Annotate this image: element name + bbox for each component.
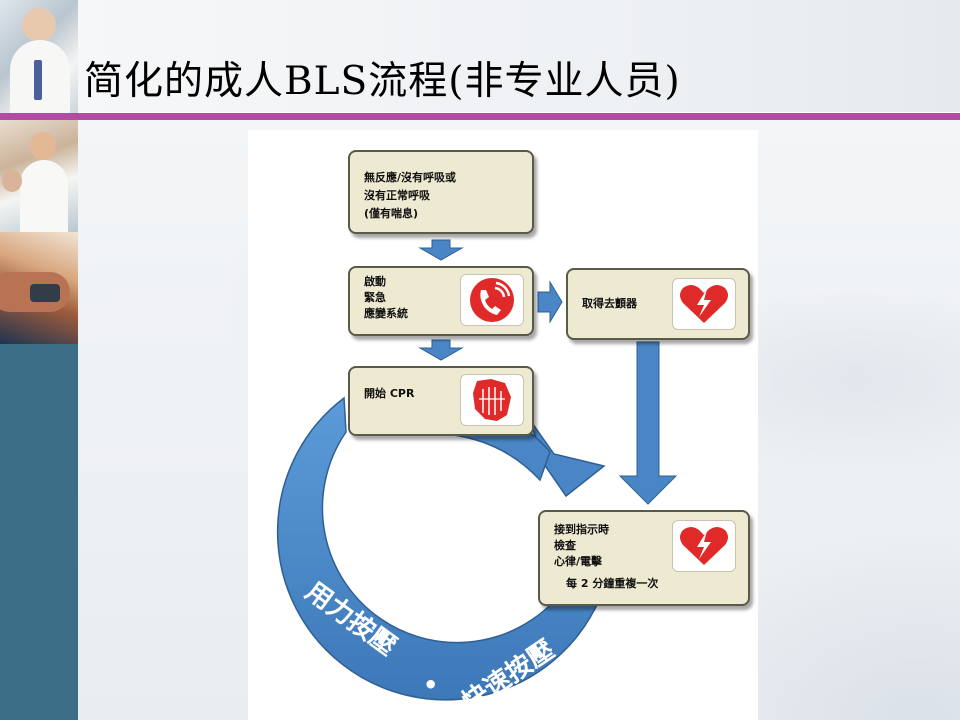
step1-line1: 無反應/沒有呼吸或 [364, 171, 457, 184]
step1-line3: (僅有喘息) [364, 207, 419, 220]
left-strip-fill [0, 344, 78, 720]
step3-label: 取得去顫器 [582, 297, 637, 310]
bls-flowchart: 用力按壓 • 快速按壓 無反應/沒有呼吸或 沒有正常呼吸 (僅有喘息) 啟動 緊… [248, 130, 758, 720]
step4-label: 開始 CPR [364, 387, 415, 400]
step-unresponsive: 無反應/沒有呼吸或 沒有正常呼吸 (僅有喘息) [348, 150, 534, 234]
nurse-photo [0, 120, 78, 232]
step-activate-emergency: 啟動 緊急 應變系統 [348, 266, 534, 336]
flow-arrows: 用力按壓 • 快速按壓 [276, 239, 678, 718]
title-divider [0, 113, 960, 120]
cpr-cycle-arrow [276, 396, 601, 701]
arrow-down-1 [418, 239, 464, 261]
step2-line1: 啟動 [364, 275, 386, 288]
hands-icon [460, 374, 524, 426]
step-get-defibrillator: 取得去顫器 [566, 268, 750, 340]
arrow-down-long [618, 341, 678, 505]
step5-line1: 接到指示時 [554, 523, 609, 536]
arrow-right-1 [537, 280, 563, 324]
slide-title: 简化的成人BLS流程(非专业人员) [84, 59, 681, 104]
heart-defibrillator-icon [672, 278, 736, 330]
left-decorative-strip [0, 0, 78, 720]
step2-line2: 緊急 [364, 291, 386, 304]
arrow-down-2 [418, 339, 464, 361]
step-check-rhythm: 接到指示時 檢查 心律/電擊 每 2 分鐘重複一次 [538, 510, 750, 606]
blood-pressure-photo [0, 232, 78, 344]
step5-line3: 心律/電擊 [554, 555, 603, 568]
step5-line2: 檢查 [554, 539, 576, 552]
step-start-cpr: 開始 CPR [348, 366, 534, 436]
phone-icon [460, 274, 524, 326]
doctor-photo [0, 0, 78, 118]
step2-line3: 應變系統 [364, 307, 408, 320]
cycle-separator: • [423, 671, 438, 699]
step1-line2: 沒有正常呼吸 [364, 189, 430, 202]
heart-defibrillator-icon [672, 520, 736, 572]
title-background [78, 0, 960, 112]
step5-repeat-note: 每 2 分鐘重複一次 [566, 577, 659, 590]
